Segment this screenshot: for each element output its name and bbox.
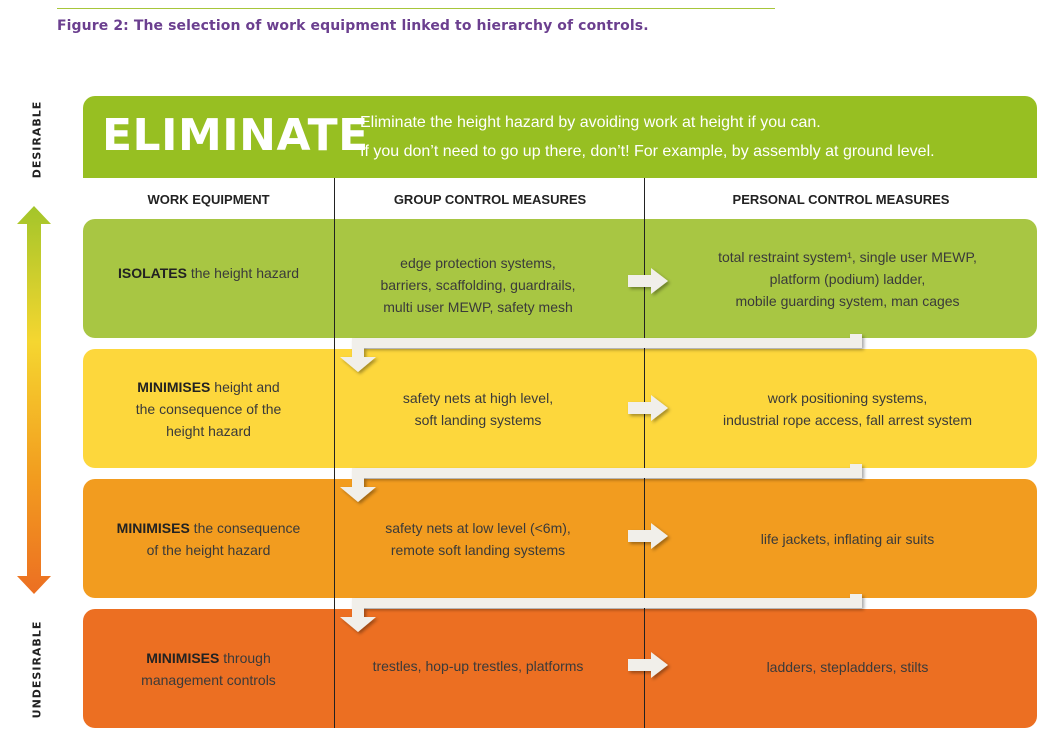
group-cell: safety nets at high level, soft landing … (335, 349, 621, 468)
figure-caption: Figure 2: The selection of work equipmen… (57, 18, 649, 34)
eliminate-line-1: Eliminate the height hazard by avoiding … (360, 114, 821, 131)
group-cell: trestles, hop-up trestles, platforms (335, 609, 621, 723)
equipment-text: the consequence (189, 519, 301, 536)
group-line: safety nets at high level, (402, 389, 554, 406)
desirability-arrow (17, 206, 51, 594)
personal-line: work positioning systems, (767, 389, 928, 406)
header-group-control: GROUP CONTROL MEASURES (393, 192, 587, 207)
header-personal-control: PERSONAL CONTROL MEASURES (732, 192, 950, 207)
equipment-keyword: MINIMISES (116, 519, 190, 536)
group-line: trestles, hop-up trestles, platforms (372, 658, 584, 674)
equipment-text: of the height hazard (146, 541, 271, 558)
group-line: multi user MEWP, safety mesh (383, 298, 573, 315)
caption-rule (57, 8, 775, 9)
row-band-isolates (83, 219, 1037, 338)
equipment-text: height and (210, 378, 280, 395)
personal-line: industrial rope access, fall arrest syst… (723, 411, 972, 428)
equipment-text: the height hazard (186, 265, 300, 281)
eliminate-title: ELIMINATE (102, 110, 369, 161)
personal-line: mobile guarding system, man cages (735, 293, 960, 309)
equipment-keyword: ISOLATES (117, 265, 187, 281)
equipment-keyword: MINIMISES (137, 378, 211, 395)
personal-cell: work positioning systems, industrial rop… (645, 349, 1050, 468)
personal-line: life jackets, inflating air suits (760, 530, 935, 547)
personal-cell: total restraint system¹, single user MEW… (645, 219, 1050, 339)
group-line: barriers, scaffolding, guardrails, (380, 276, 576, 293)
eliminate-line-2: If you don’t need to go up there, don’t!… (360, 143, 935, 160)
personal-cell: life jackets, inflating air suits (645, 479, 1050, 598)
group-cell: edge protection systems, barriers, scaff… (335, 219, 621, 350)
equipment-text: the consequence of the (135, 400, 282, 417)
personal-line: platform (podium) ladder, (769, 271, 926, 287)
group-line: remote soft landing systems (390, 541, 566, 558)
equipment-text: height hazard (166, 422, 251, 439)
desirable-label: DESIRABLE (30, 100, 44, 179)
group-cell: safety nets at low level (<6m), remote s… (335, 479, 621, 598)
equipment-cell: ISOLATES the height hazard (83, 219, 334, 327)
equipment-text: through (219, 649, 271, 666)
equipment-cell: MINIMISES height and the consequence of … (83, 349, 334, 468)
equipment-cell: MINIMISES through management controls (83, 609, 334, 728)
column-divider-2 (644, 178, 645, 728)
eliminate-band (83, 96, 1037, 178)
personal-line: ladders, stepladders, stilts (766, 659, 929, 675)
group-line: safety nets at low level (<6m), (385, 519, 571, 536)
equipment-keyword: MINIMISES (146, 649, 220, 666)
equipment-cell: MINIMISES the consequence of the height … (83, 479, 334, 598)
equipment-text: management controls (141, 671, 276, 688)
column-divider-1 (334, 178, 335, 728)
group-line: edge protection systems, (400, 254, 556, 271)
group-line: soft landing systems (414, 411, 542, 428)
header-work-equipment: WORK EQUIPMENT (147, 192, 270, 207)
personal-line: total restraint system¹, single user MEW… (718, 249, 977, 265)
undesirable-label: UNDESIRABLE (30, 620, 44, 719)
personal-cell: ladders, stepladders, stilts (645, 609, 1050, 725)
